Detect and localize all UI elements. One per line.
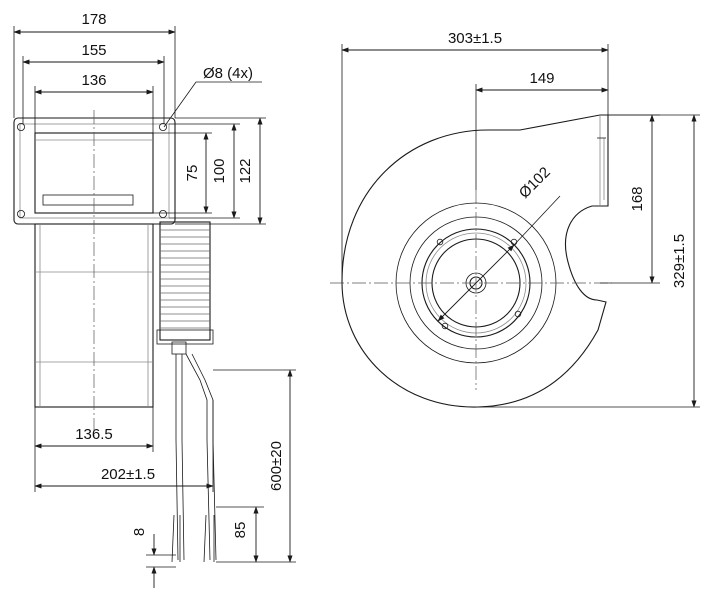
side-dimensions: 178 155 136 Ø8 (4x) 75 100 122 136. [13, 11, 296, 588]
dim-136: 136 [81, 72, 106, 89]
dim-168: 168 [629, 186, 646, 211]
dim-hole: Ø8 (4x) [203, 65, 253, 82]
screw-hole [514, 310, 522, 318]
front-dimensions: 303±1.5 149 Ø102 168 329±1.5 [341, 30, 700, 408]
flange-hole [158, 209, 167, 218]
dim-329: 329±1.5 [671, 234, 688, 288]
front-view [330, 114, 612, 408]
flange-hole [16, 123, 25, 132]
power-cables [171, 353, 217, 563]
dim-303: 303±1.5 [448, 30, 502, 47]
dim-155: 155 [81, 42, 106, 59]
side-view [13, 110, 217, 563]
dim-202: 202±1.5 [101, 466, 155, 483]
dim-8: 8 [131, 528, 148, 536]
dim-75: 75 [184, 165, 201, 182]
screw-hole [436, 238, 444, 246]
cable-gland [171, 341, 187, 355]
motor-heatsink [156, 221, 214, 345]
flange-hole [158, 123, 167, 132]
dim-136-5: 136.5 [75, 426, 113, 443]
dim-122: 122 [237, 158, 254, 183]
dim-100: 100 [211, 158, 228, 183]
screw-hole [441, 322, 449, 330]
dim-85: 85 [232, 522, 249, 539]
dim-600: 600±20 [268, 441, 285, 491]
outlet-flange [13, 117, 176, 225]
dim-149: 149 [529, 70, 554, 87]
flange-hole [16, 209, 25, 218]
dim-102: Ø102 [516, 164, 554, 202]
dim-178: 178 [81, 11, 106, 28]
